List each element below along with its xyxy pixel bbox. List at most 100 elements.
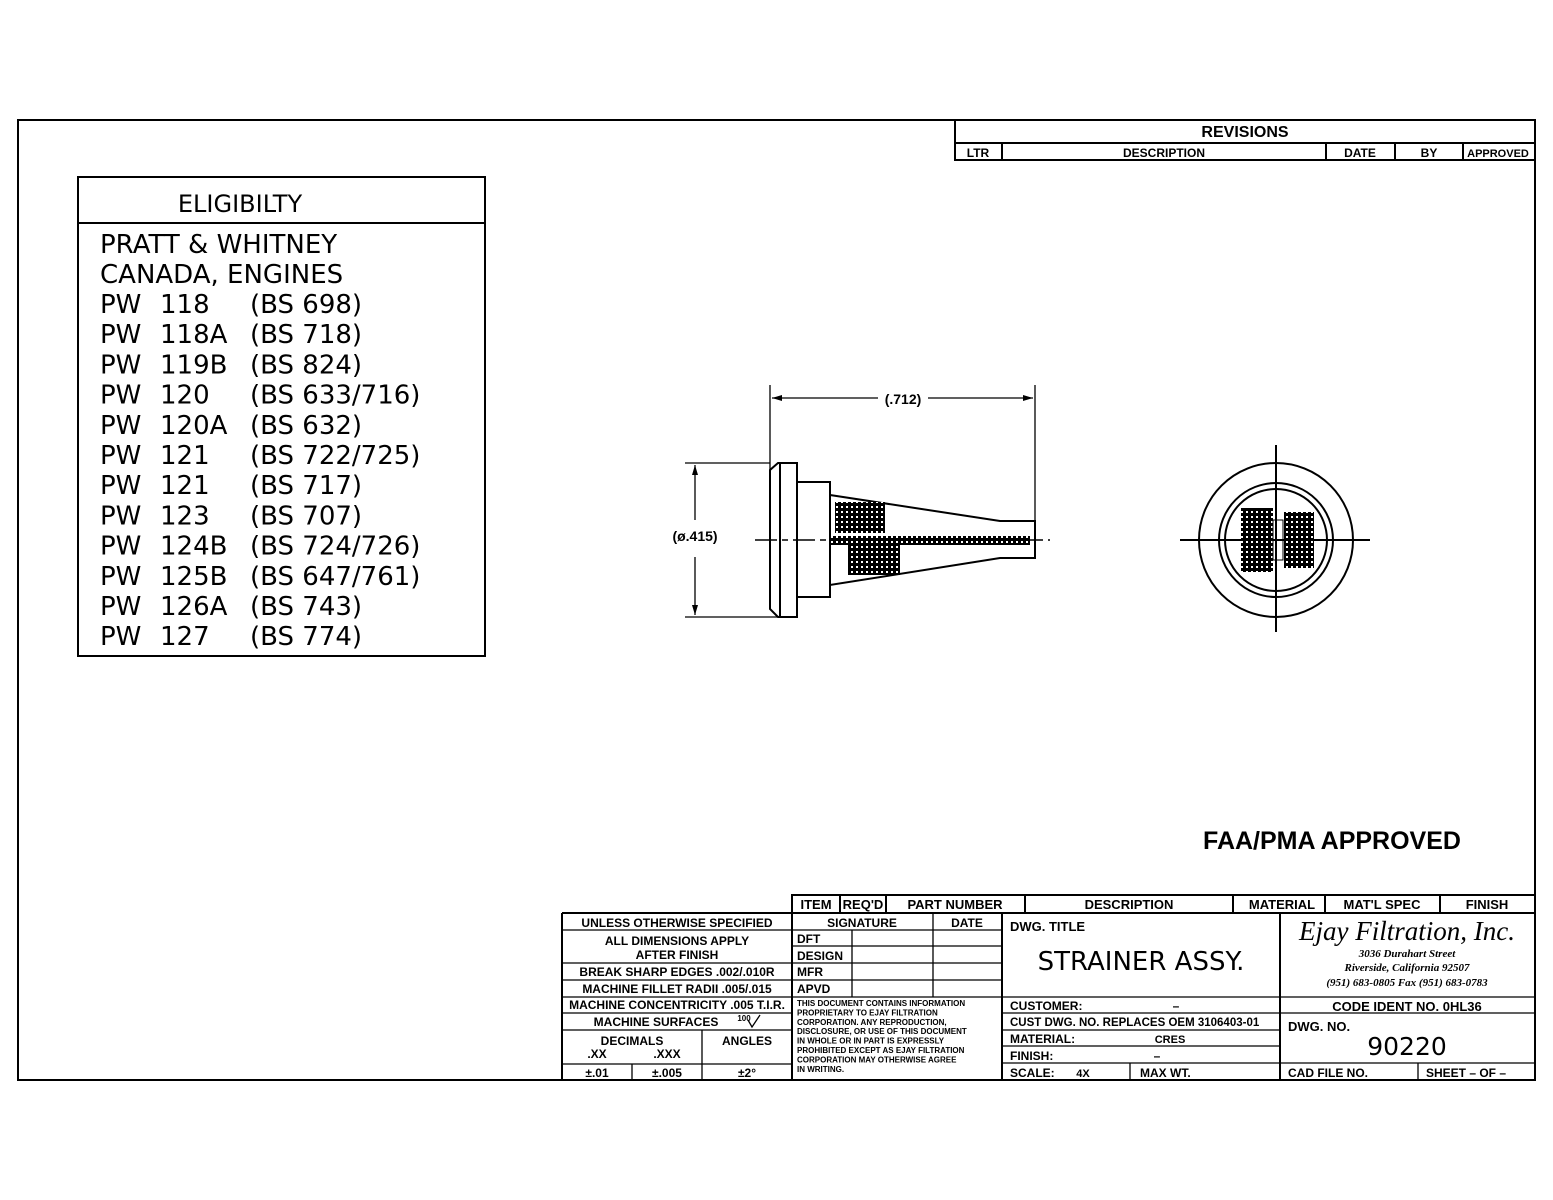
eligibility-row-bs: (BS 724/726) [250, 532, 420, 562]
eligibility-row-bs: (BS 718) [250, 320, 362, 350]
all-dims-line2: AFTER FINISH [636, 948, 719, 962]
eligibility-row-prefix: PW [100, 441, 141, 471]
cad-file-no: CAD FILE NO. [1288, 1066, 1368, 1080]
angles-label: ANGLES [722, 1034, 772, 1048]
strainer-end-view [1180, 445, 1370, 632]
surface-finish-value: 100 [737, 1014, 751, 1023]
eligibility-row-bs: (BS 707) [250, 501, 362, 531]
eligibility-row-prefix: PW [100, 411, 141, 441]
eligibility-header-line: PRATT & WHITNEY [100, 230, 337, 260]
unless-specified: UNLESS OTHERWISE SPECIFIED [581, 916, 772, 930]
eligibility-row-bs: (BS 722/725) [250, 441, 420, 471]
eligibility-row-bs: (BS 633/716) [250, 381, 420, 411]
col-item: ITEM [800, 897, 831, 912]
sheet-of: SHEET – OF – [1426, 1066, 1506, 1080]
eligibility-row-prefix: PW [100, 562, 141, 592]
eligibility-row-bs: (BS 647/761) [250, 562, 420, 592]
eligibility-row-model: 120A [160, 411, 228, 441]
customer-label: CUSTOMER: [1010, 999, 1082, 1013]
strainer-side-view: (.712) (ø.415) [672, 385, 1050, 618]
material-value: CRES [1155, 1034, 1186, 1046]
fillet-radii: MACHINE FILLET RADII .005/.015 [582, 982, 772, 996]
dwg-no-label: DWG. NO. [1288, 1019, 1350, 1034]
col-part-number: PART NUMBER [907, 897, 1003, 912]
eligibility-row-prefix: PW [100, 471, 141, 501]
eligibility-title: ELIGIBILTY [178, 190, 303, 218]
sig-row-mfr: MFR [797, 965, 823, 979]
parts-list-header: ITEM REQ'D PART NUMBER DESCRIPTION MATER… [791, 894, 1535, 913]
dwg-title: STRAINER ASSY. [1038, 947, 1245, 977]
max-wt-label: MAX WT. [1140, 1066, 1191, 1080]
rev-col-description: DESCRIPTION [1123, 146, 1205, 160]
tolerance-angle: ±2° [738, 1066, 756, 1080]
sig-row-apvd: APVD [797, 982, 831, 996]
dwg-no: 90220 [1367, 1032, 1447, 1061]
tolerance-xx: ±.01 [585, 1066, 609, 1080]
code-ident: CODE IDENT NO. 0HL36 [1332, 999, 1482, 1014]
eligibility-row-model: 118A [160, 320, 228, 350]
signature-header: SIGNATURE [827, 916, 897, 930]
scale-label: SCALE: [1010, 1066, 1055, 1080]
eligibility-row-prefix: PW [100, 381, 141, 411]
col-finish: FINISH [1466, 897, 1509, 912]
eligibility-row-bs: (BS 743) [250, 592, 362, 622]
tolerance-xxx: ±.005 [652, 1066, 682, 1080]
rev-col-approved: APPROVED [1467, 148, 1529, 160]
eligibility-row-model: 120 [160, 381, 210, 411]
eligibility-row-model: 121 [160, 471, 210, 501]
surface-finish-icon [747, 1014, 761, 1029]
concentricity: MACHINE CONCENTRICITY .005 T.I.R. [569, 998, 785, 1012]
col-reqd: REQ'D [843, 897, 884, 912]
eligibility-table: ELIGIBILTY PRATT & WHITNEY CANADA, ENGIN… [77, 176, 486, 657]
eligibility-row-bs: (BS 774) [250, 622, 362, 652]
proprietary-notice-line: CORPORATION. ANY REPRODUCTION, [797, 1018, 947, 1027]
rev-col-by: BY [1421, 146, 1438, 160]
eligibility-row-bs: (BS 717) [250, 471, 362, 501]
title-block: UNLESS OTHERWISE SPECIFIED ALL DIMENSION… [561, 912, 1535, 1080]
eligibility-row-bs: (BS 632) [250, 411, 362, 441]
proprietary-notice-line: CORPORATION MAY OTHERWISE AGREE [797, 1055, 957, 1064]
company-phone: (951) 683-0805 Fax (951) 683-0783 [1326, 977, 1488, 989]
length-dimension: (.712) [885, 391, 922, 407]
dwg-title-label: DWG. TITLE [1010, 919, 1085, 934]
decimals-label: DECIMALS [601, 1034, 664, 1048]
cust-dwg-no: CUST DWG. NO. REPLACES OEM 3106403-01 [1010, 1017, 1260, 1029]
sheet-border [17, 119, 1536, 1081]
proprietary-notice-line: PROPRIETARY TO EJAY FILTRATION [797, 1008, 938, 1017]
eligibility-row-model: 121 [160, 441, 210, 471]
proprietary-notice-line: THIS DOCUMENT CONTAINS INFORMATION [797, 999, 965, 1008]
finish-value: – [1154, 1049, 1161, 1063]
company-address-line1: 3036 Durahart Street [1358, 948, 1457, 960]
eligibility-row-prefix: PW [100, 532, 141, 562]
eligibility-row-prefix: PW [100, 320, 141, 350]
eligibility-row-model: 124B [160, 532, 227, 562]
company-name: Ejay Filtration, Inc. [1298, 916, 1515, 946]
machine-surfaces: MACHINE SURFACES [594, 1015, 719, 1029]
customer-value: – [1173, 999, 1180, 1013]
proprietary-notice-line: PROHIBITED EXCEPT AS EJAY FILTRATION [797, 1046, 965, 1055]
revisions-block: REVISIONS LTR DESCRIPTION DATE BY APPROV… [954, 120, 1535, 161]
eligibility-row-model: 127 [160, 622, 210, 652]
company-address-line2: Riverside, California 92507 [1344, 962, 1470, 974]
col-material: MATERIAL [1249, 897, 1315, 912]
signature-date-header: DATE [951, 916, 983, 930]
eligibility-row-bs: (BS 824) [250, 350, 362, 380]
decimals-xxx: .XXX [653, 1047, 680, 1061]
rev-col-ltr: LTR [967, 146, 990, 160]
col-description: DESCRIPTION [1085, 897, 1174, 912]
eligibility-row-model: 126A [160, 592, 228, 622]
revisions-title: REVISIONS [1201, 124, 1288, 141]
eligibility-row-prefix: PW [100, 592, 141, 622]
proprietary-notice-line: IN WHOLE OR IN PART IS EXPRESSLY [797, 1037, 945, 1046]
eligibility-row-model: 119B [160, 350, 227, 380]
all-dims-line1: ALL DIMENSIONS APPLY [605, 934, 749, 948]
sig-row-design: DESIGN [797, 949, 843, 963]
decimals-xx: .XX [587, 1047, 606, 1061]
sig-row-dft: DFT [797, 932, 821, 946]
eligibility-row-prefix: PW [100, 622, 141, 652]
diameter-dimension: (ø.415) [672, 528, 717, 544]
eligibility-row-model: 123 [160, 501, 210, 531]
eligibility-row-prefix: PW [100, 290, 141, 320]
eligibility-row-bs: (BS 698) [250, 290, 362, 320]
rev-col-date: DATE [1344, 146, 1376, 160]
